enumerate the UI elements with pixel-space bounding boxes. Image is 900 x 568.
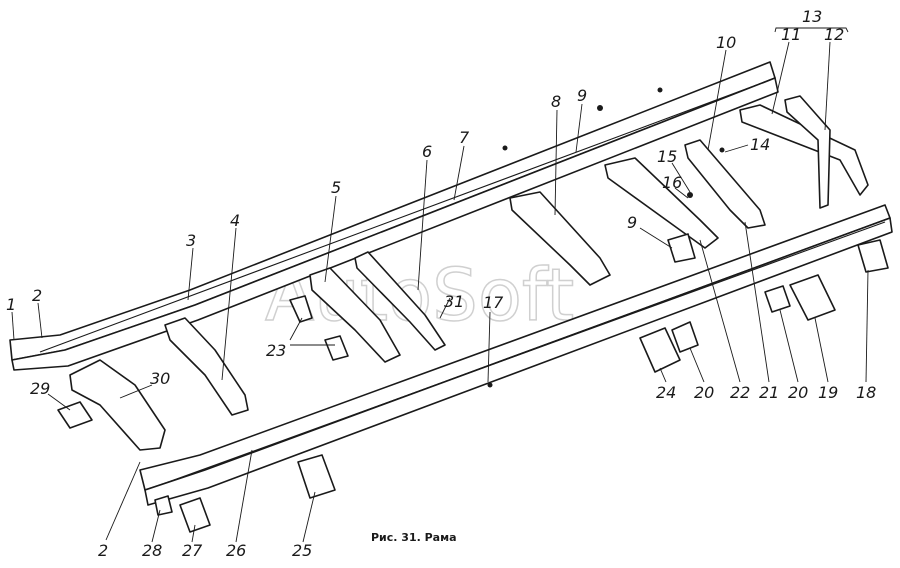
callout-24: 24 [656, 383, 676, 402]
callout-22: 22 [730, 383, 750, 402]
cross-member-5 [309, 267, 401, 363]
bracket-28 [154, 495, 173, 516]
bracket-27 [179, 497, 211, 533]
cross-member-8 [509, 191, 611, 286]
callout-28: 28 [142, 541, 162, 560]
callout-19: 19 [818, 383, 838, 402]
callout-16: 16 [662, 173, 682, 192]
callout-20a: 20 [694, 383, 714, 402]
callout-12: 12 [824, 25, 844, 44]
callout-7: 7 [459, 128, 470, 147]
figure-caption: Рис. 31. Рама [371, 531, 457, 544]
leader-lines [11, 41, 869, 543]
callout-29: 29 [30, 379, 50, 398]
group-13-brace [774, 27, 849, 33]
callout-13: 13 [802, 7, 822, 26]
left-side-member [9, 61, 779, 371]
cross-member-11-12 [739, 95, 869, 209]
cross-member-22 [604, 157, 719, 249]
callout-26: 26 [226, 541, 246, 560]
callout-labels: 1 2 3 4 5 6 7 8 9 10 11 12 13 14 15 16 9… [6, 7, 876, 560]
callout-30: 30 [150, 369, 170, 388]
bracket-20b [764, 285, 791, 313]
bracket-25 [297, 454, 336, 499]
callout-6: 6 [422, 142, 432, 161]
cross-member-21 [684, 139, 766, 229]
callout-8: 8 [551, 92, 561, 111]
bracket-19 [789, 274, 836, 321]
callout-17: 17 [483, 293, 504, 312]
callout-11: 11 [781, 25, 801, 44]
callout-25: 25 [292, 541, 312, 560]
callout-2: 2 [32, 286, 42, 305]
callout-15: 15 [657, 147, 677, 166]
right-side-member [139, 204, 893, 506]
callout-23: 23 [266, 341, 286, 360]
callout-21: 21 [759, 383, 779, 402]
callout-9: 9 [577, 86, 587, 105]
callout-2b: 2 [98, 541, 108, 560]
cross-member-4 [164, 317, 249, 416]
callout-18: 18 [856, 383, 876, 402]
callout-10: 10 [716, 33, 736, 52]
callout-9b: 9 [627, 213, 637, 232]
bracket-29 [57, 401, 93, 429]
bracket-9 [667, 233, 696, 263]
bracket-23 [289, 295, 349, 361]
bracket-24 [639, 327, 681, 373]
cross-member-6 [354, 251, 446, 351]
callout-4: 4 [230, 211, 240, 230]
callout-3: 3 [186, 231, 196, 250]
callout-20b: 20 [788, 383, 808, 402]
bolts [487, 87, 725, 388]
callout-14: 14 [750, 135, 770, 154]
callout-1: 1 [6, 295, 16, 314]
callout-27: 27 [182, 541, 203, 560]
cross-member-30 [69, 359, 166, 451]
bracket-20a [671, 321, 699, 353]
callout-5: 5 [331, 178, 341, 197]
bracket-18 [857, 239, 889, 273]
callout-31: 31 [444, 292, 464, 311]
